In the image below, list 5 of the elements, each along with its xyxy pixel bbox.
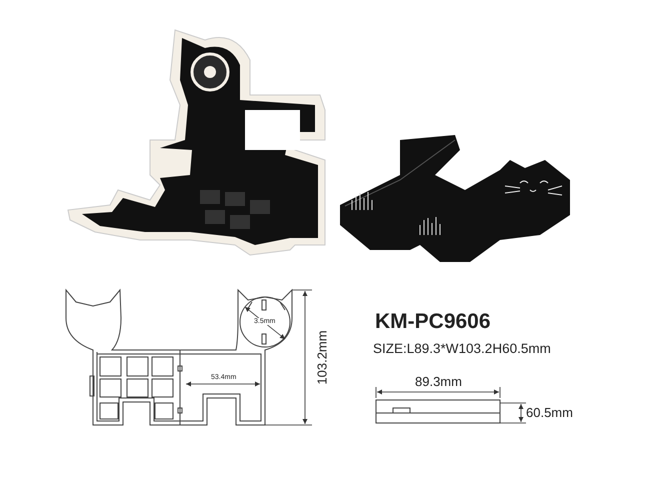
size-specification: SIZE:L89.3*W103.2H60.5mm (373, 342, 551, 356)
dimension-label: 103.2mm (316, 330, 329, 384)
dimension-label: 89.3mm (415, 375, 462, 388)
model-number: KM-PC9606 (375, 311, 491, 332)
dimension-label: 60.5mm (526, 406, 573, 419)
